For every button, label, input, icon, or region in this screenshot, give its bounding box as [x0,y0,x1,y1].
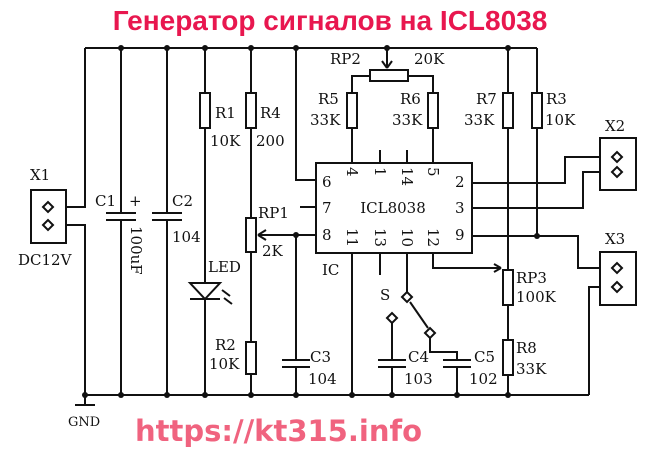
x1-label: X1 [30,166,50,184]
r6-value: 33K [392,111,423,129]
c1-plus: + [129,192,142,210]
rp3-value: 100K [516,288,557,306]
r3-label: R3 [546,90,567,108]
r1-value: 10K [210,132,241,150]
pin-5: 5 [424,167,442,177]
s-label: S [380,286,390,304]
switch-s: S [380,286,437,340]
ic-icl8038: ICL8038 IC 6 7 8 2 3 9 4 1 14 5 11 13 10… [315,162,473,279]
capacitor-c4: C4 103 [378,348,433,388]
pin-14: 14 [398,167,416,186]
rp1-value: 2K [262,242,284,260]
gnd-label: GND [68,415,100,430]
resistor-r6: R6 33K [392,90,439,129]
capacitor-c3: C3 104 [282,348,337,388]
led-label: LED [208,258,241,276]
connector-x1: X1 DC12V [18,166,73,269]
c3-label: C3 [310,348,331,366]
pin-9: 9 [455,226,465,244]
ic-part: ICL8038 [360,199,426,217]
led: LED [187,258,241,305]
r2-value: 10K [209,355,240,373]
resistor-r5: R5 33K [310,90,358,129]
pin-1: 1 [371,167,389,177]
resistor-r8: R8 33K [502,339,547,378]
potentiometer-rp2: RP2 20K [330,50,445,82]
rp2-value: 20K [414,50,445,68]
x2-label: X2 [605,117,625,135]
potentiometer-rp3: RP3 100K [493,263,557,306]
c2-value: 104 [172,228,201,246]
c1-label: C1 [95,192,116,210]
c2-label: C2 [172,192,193,210]
c3-value: 104 [308,370,337,388]
pin-3: 3 [455,199,465,217]
c1-value: 100uF [127,226,145,275]
pin-12: 12 [424,228,442,247]
pin-10: 10 [398,228,416,247]
r4-value: 200 [256,132,285,150]
capacitor-c1: C1 + 100uF [95,192,145,275]
website-url: https://kt315.info [135,414,422,448]
resistor-r2: R2 10K [209,336,257,375]
pin-13: 13 [371,228,389,247]
rp2-label: RP2 [330,50,361,68]
junction-dots [82,45,540,398]
c4-value: 103 [404,370,433,388]
r1-label: R1 [215,104,236,122]
pin-8: 8 [322,226,332,244]
resistor-r1: R1 10K [199,92,241,150]
resistor-r3: R3 10K [531,90,576,129]
pin-4: 4 [343,167,361,177]
c4-label: C4 [408,348,429,366]
r3-value: 10K [545,111,576,129]
r5-label: R5 [318,90,339,108]
capacitor-c2: C2 104 [152,192,201,246]
connector-x2: X2 [599,117,637,191]
c5-value: 102 [469,370,498,388]
title: Генератор сигналов на ICL8038 [113,5,548,36]
r8-label: R8 [516,339,537,357]
ic-label: IC [322,261,339,279]
resistor-r4: R4 200 [245,92,285,150]
r6-label: R6 [400,90,421,108]
r7-label: R7 [476,90,497,108]
capacitor-c5: C5 102 [443,348,498,388]
x1-value: DC12V [18,251,73,269]
connector-x3: X3 [599,230,637,306]
rp1-label: RP1 [258,204,289,222]
resistor-r7: R7 33K [464,90,514,129]
pin-2: 2 [455,173,465,191]
r2-label: R2 [215,336,236,354]
r7-value: 33K [464,111,495,129]
r8-value: 33K [516,360,547,378]
potentiometer-rp1: RP1 2K [245,204,289,260]
pin-6: 6 [322,173,332,191]
pin-7: 7 [322,199,332,217]
rp3-label: RP3 [516,269,547,287]
r5-value: 33K [310,111,341,129]
c5-label: C5 [474,348,495,366]
x3-label: X3 [605,230,625,248]
pin-11: 11 [343,228,361,247]
r4-label: R4 [260,104,281,122]
